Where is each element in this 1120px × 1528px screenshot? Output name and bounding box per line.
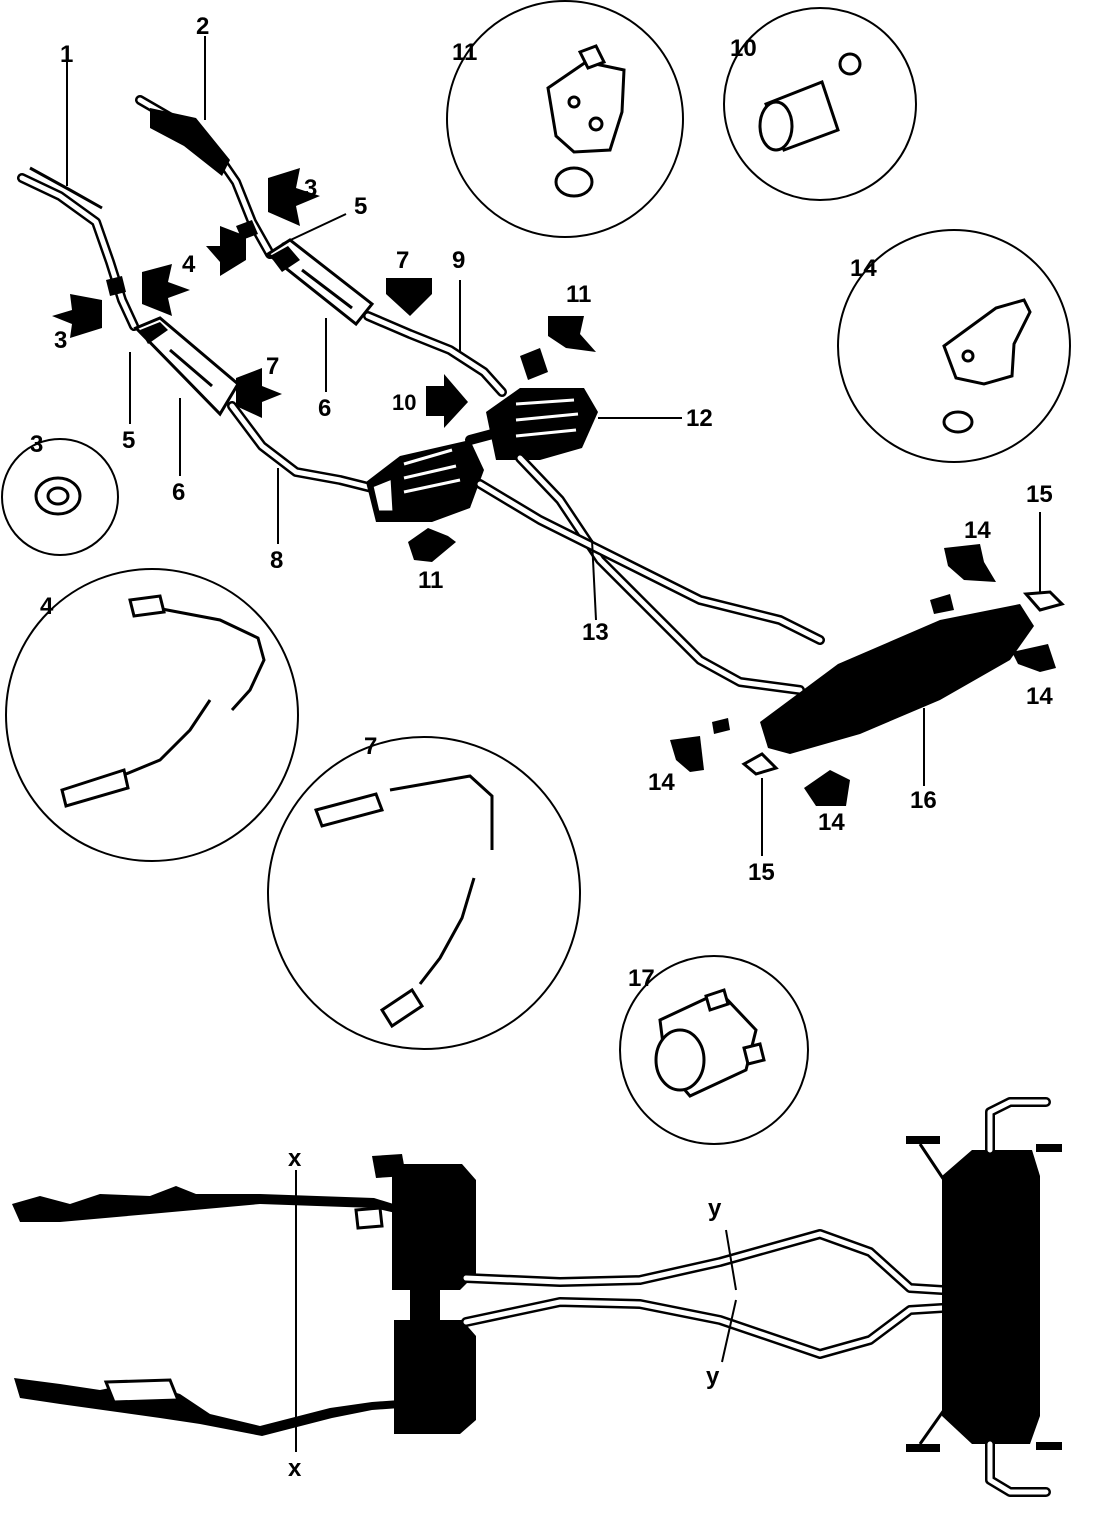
arrow-14-bottom: [804, 770, 850, 806]
hanger-upper: [520, 348, 548, 380]
callout-5: 5: [122, 427, 135, 454]
callout-7: 7: [364, 733, 377, 760]
catalytic-converter-left: [133, 316, 240, 417]
direction-arrows: [52, 168, 1056, 806]
callout-14: 14: [818, 809, 845, 836]
exhaust-top-view: [12, 1097, 1062, 1497]
arrow-14-top: [944, 544, 996, 582]
leader-lines: [66, 36, 1041, 856]
arrow-11-lower: [408, 528, 456, 562]
arrow-4-left: [142, 264, 190, 316]
detail-4-sensor: [5, 568, 299, 862]
sensor-mount-left: [106, 276, 126, 296]
arrow-7-left: [236, 368, 282, 418]
callout-2: 2: [196, 13, 209, 40]
callout-16: 16: [910, 787, 937, 814]
arrow-4-right: [206, 226, 246, 276]
section-mark-x: x: [288, 1145, 302, 1172]
callout-1: 1: [60, 41, 73, 68]
arrow-14-right: [1012, 644, 1056, 672]
callout-4: 4: [182, 251, 196, 278]
arrow-7-right: [386, 278, 432, 316]
callout-3: 3: [304, 175, 317, 202]
callout-14: 14: [964, 517, 991, 544]
arrow-3-left: [52, 294, 102, 338]
catalytic-converter-right: [265, 238, 375, 327]
callout-17: 17: [628, 965, 655, 992]
callout-9: 9: [452, 247, 465, 274]
callout-6: 6: [172, 479, 185, 506]
intermediate-pipe-left: [227, 401, 377, 493]
callout-15: 15: [1026, 481, 1053, 508]
arrow-3-right: [268, 168, 320, 226]
arrow-14-left: [670, 736, 704, 772]
callout-6: 6: [318, 395, 331, 422]
rear-silencer: [712, 590, 1065, 776]
exhaust-assembly-perspective: [17, 95, 1065, 776]
callout-12: 12: [686, 405, 713, 432]
detail-17-clamp: [619, 955, 809, 1145]
callout-7: 7: [396, 247, 409, 274]
section-mark-x: x: [288, 1455, 302, 1482]
detail-11-bracket: [446, 0, 684, 238]
detail-10-bushing: [723, 7, 917, 201]
callout-7: 7: [266, 353, 279, 380]
callout-15: 15: [748, 859, 775, 886]
callout-3: 3: [54, 327, 67, 354]
front-pipe-left: [17, 166, 139, 331]
detail-7-sensor: [267, 736, 581, 1050]
center-silencer-left: [366, 440, 484, 522]
detail-14-bracket: [837, 229, 1071, 463]
rear-pipes: [475, 453, 825, 695]
intermediate-pipe-right: [363, 311, 507, 397]
detail-3-mount: [1, 438, 119, 556]
section-mark-y: y: [706, 1363, 720, 1390]
callout-13: 13: [582, 619, 609, 646]
callout-8: 8: [270, 547, 283, 574]
callout-10: 10: [730, 35, 757, 62]
callout-11: 11: [418, 567, 443, 594]
callout-11: 11: [566, 281, 591, 308]
callout-labels: 1 2 3 3 3 4 4 5 5 6 6 7 7 7 8 9 10 10 11…: [30, 13, 1053, 1482]
callout-14: 14: [1026, 683, 1053, 710]
center-silencer-right: [486, 388, 598, 460]
section-mark-y: y: [708, 1195, 722, 1222]
callout-4: 4: [40, 593, 54, 620]
callout-14: 14: [850, 255, 877, 282]
callout-3: 3: [30, 431, 43, 458]
callout-10: 10: [392, 390, 416, 415]
callout-11: 11: [452, 39, 477, 66]
callout-5: 5: [354, 193, 367, 220]
arrow-11-upper: [548, 316, 596, 352]
arrow-10: [426, 374, 468, 428]
callout-14: 14: [648, 769, 675, 796]
